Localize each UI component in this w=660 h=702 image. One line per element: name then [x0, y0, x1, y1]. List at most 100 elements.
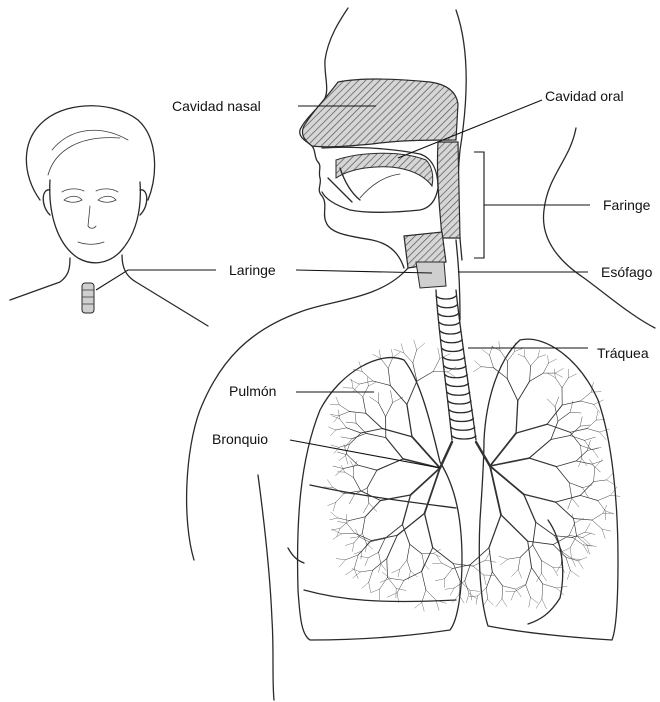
bronchial-branch — [358, 465, 377, 470]
bronchial-branch — [338, 518, 350, 521]
bronchial-branch — [340, 419, 347, 428]
leader-laringe — [296, 270, 432, 273]
bronchial-branch — [580, 495, 598, 500]
bronchial-branch — [373, 381, 391, 386]
bronchial-branch — [393, 397, 403, 402]
bronchial-branch — [404, 571, 422, 580]
bronchial-branch — [339, 560, 345, 567]
bronchial-branch — [486, 572, 492, 588]
bronchial-branch — [532, 568, 543, 584]
bronchial-branch — [567, 570, 570, 579]
bronchial-branch — [549, 359, 557, 363]
bronchial-branch — [350, 537, 359, 538]
bronchial-branch — [594, 480, 607, 482]
bronchial-branch — [386, 402, 393, 416]
bronchial-branch — [433, 358, 440, 371]
bronchial-branch — [483, 599, 488, 606]
bronchial-branch — [422, 590, 426, 602]
tracheal-ring — [440, 331, 461, 334]
bronchial-branch — [531, 597, 538, 603]
bronchial-branch — [562, 401, 580, 405]
bronchial-branch — [570, 570, 579, 576]
bronchial-branch — [503, 586, 516, 589]
bronchial-branch — [547, 405, 562, 424]
bronchial-branch — [585, 437, 596, 440]
portrait-larynx — [82, 283, 94, 313]
bronchial-branch — [432, 563, 441, 564]
bronchial-branch — [440, 442, 452, 468]
bronchial-branch — [548, 355, 549, 363]
bronchial-branch — [492, 572, 502, 586]
bronchial-branch — [547, 373, 555, 378]
bronchial-branch — [333, 502, 336, 511]
bronchial-branch — [413, 350, 417, 363]
tracheal-ring — [447, 392, 470, 395]
bronchial-branch — [593, 450, 599, 458]
bronchial-branch — [555, 536, 563, 552]
bronchial-branch — [592, 461, 603, 465]
bronchial-branch — [578, 561, 583, 569]
bronchial-branch — [602, 529, 611, 531]
portrait-mouth — [78, 242, 104, 244]
bronchial-branch — [346, 456, 348, 465]
bronchial-branch — [516, 401, 518, 433]
bronchial-branch — [402, 495, 410, 525]
bronchial-branch — [339, 412, 350, 416]
bronchial-branch — [360, 570, 373, 572]
bronchial-branch — [587, 429, 600, 433]
bronchial-branch — [363, 386, 369, 397]
tracheal-ring — [450, 419, 474, 422]
bronchial-branch — [425, 513, 433, 547]
bronchial-branch — [528, 541, 553, 544]
leader-bronquio — [290, 440, 440, 468]
bronchial-branch — [382, 429, 412, 437]
bronchial-branch — [587, 545, 590, 554]
bronchial-branch — [583, 485, 593, 488]
right-shoulder — [543, 128, 655, 328]
bronchial-branch — [553, 567, 558, 576]
bronchial-branch — [358, 541, 371, 555]
bronchial-branch — [594, 404, 600, 413]
bronchial-branch — [381, 358, 389, 368]
bronchial-tree — [323, 340, 620, 611]
bronchial-branch — [346, 422, 356, 423]
bronchial-branch — [440, 354, 450, 359]
bronchial-branch — [407, 381, 417, 404]
bronchial-branch — [354, 569, 358, 578]
bronchial-branch — [398, 569, 400, 577]
bronchial-branch — [536, 522, 555, 535]
bronchial-branch — [578, 557, 587, 561]
bronchial-branch — [337, 452, 347, 455]
bronchial-branch — [352, 433, 366, 439]
bronchial-branch — [343, 465, 358, 469]
bronchial-branch — [466, 593, 469, 602]
bronchial-branch — [339, 405, 349, 412]
bronchial-branch — [595, 460, 603, 468]
bronchial-branch — [350, 380, 359, 385]
bronchial-branch — [387, 593, 397, 598]
tracheal-ring — [445, 375, 467, 378]
bronchial-branch — [417, 343, 425, 350]
bronchial-branch — [594, 468, 595, 482]
bronchial-branch — [556, 502, 574, 518]
bronchial-branch — [516, 589, 522, 597]
bronchial-branch — [465, 581, 469, 593]
bronchial-branch — [562, 378, 568, 388]
bronchial-branch — [508, 557, 521, 559]
bronchial-branch — [543, 584, 557, 588]
bronchial-branch — [436, 600, 439, 610]
bronchial-branch — [484, 575, 486, 585]
bronchial-branch — [347, 455, 358, 465]
bronchial-branch — [341, 437, 352, 439]
bronchial-branch — [365, 501, 380, 517]
bronchial-branch — [346, 569, 355, 575]
bronchial-branch — [596, 411, 598, 420]
bronchial-branch — [490, 346, 493, 355]
bronchial-branch — [518, 354, 525, 357]
bronchial-branch — [556, 461, 576, 467]
bronchial-branch — [569, 483, 572, 499]
bronchial-branch — [506, 591, 515, 592]
bronchial-branch — [607, 480, 615, 485]
bronchial-branch — [531, 357, 538, 366]
bronchial-branch — [555, 397, 559, 407]
